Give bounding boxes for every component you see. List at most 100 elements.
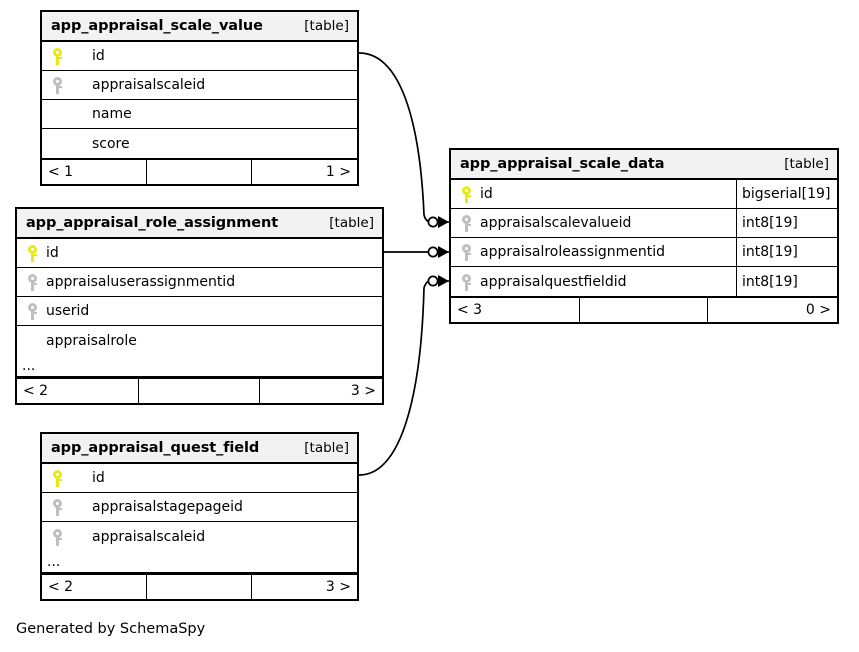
foreign-key-icon [50, 498, 65, 516]
table-footer: < 3 0 > [451, 296, 837, 322]
column-main: appraisaluserassignmentid [17, 268, 382, 296]
column-row[interactable]: appraisalstagepageid [42, 493, 357, 522]
footer-parents-count[interactable]: < 2 [42, 575, 147, 599]
relationship-edge-role-assignment [384, 246, 449, 258]
more-columns-indicator: ... [42, 551, 357, 573]
table-header: app_appraisal_role_assignment [table] [17, 209, 382, 239]
column-main: score [42, 129, 357, 158]
table-title: app_appraisal_scale_value [51, 18, 263, 34]
column-list: id appraisaluserassignmentid userid [17, 239, 382, 355]
column-name: appraisalstagepageid [92, 499, 243, 515]
column-name: appraisaluserassignmentid [46, 274, 236, 290]
column-name: id [480, 186, 493, 202]
table-type-tag: [table] [784, 156, 829, 172]
column-list: id appraisalscaleid name [42, 42, 357, 158]
column-row[interactable]: appraisalroleassignmentid int8[19] [451, 238, 837, 267]
column-main: id [451, 180, 736, 208]
column-type: int8[19] [736, 238, 837, 266]
column-type: int8[19] [736, 209, 837, 237]
column-row[interactable]: appraisaluserassignmentid [17, 268, 382, 297]
foreign-key-icon [459, 243, 474, 261]
footer-parents-count[interactable]: < 3 [451, 298, 580, 322]
primary-key-icon [50, 47, 65, 65]
column-main: userid [17, 297, 382, 325]
more-columns-indicator: ... [17, 355, 382, 377]
column-row[interactable]: id [17, 239, 382, 268]
column-list: id appraisalstagepageid appraisalscaleid [42, 464, 357, 551]
column-name: appraisalquestfieldid [480, 273, 627, 290]
footer-parents-count[interactable]: < 2 [17, 379, 139, 403]
column-row[interactable]: name [42, 100, 357, 129]
footer-children-count[interactable]: 1 > [325, 164, 351, 180]
primary-key-icon [459, 185, 474, 203]
table-app-appraisal-scale-data[interactable]: app_appraisal_scale_data [table] id bigs… [449, 148, 839, 324]
column-row[interactable]: id bigserial[19] [451, 180, 837, 209]
column-main: appraisalquestfieldid [451, 267, 736, 296]
table-title: app_appraisal_role_assignment [26, 215, 279, 231]
footer-children-count[interactable]: 0 > [805, 302, 832, 318]
table-footer: < 2 3 > [17, 377, 382, 403]
table-header: app_appraisal_scale_value [table] [42, 12, 357, 42]
column-row[interactable]: appraisalscaleid [42, 522, 357, 551]
column-name: userid [46, 303, 90, 319]
column-row[interactable]: id [42, 464, 357, 493]
no-key-spacer [50, 105, 65, 123]
generator-credit: Generated by SchemaSpy [16, 621, 206, 637]
table-title: app_appraisal_quest_field [51, 440, 260, 456]
primary-key-icon [25, 244, 40, 262]
footer-parents-count[interactable]: < 1 [42, 160, 147, 184]
column-row[interactable]: score [42, 129, 357, 158]
table-header: app_appraisal_quest_field [table] [42, 434, 357, 464]
foreign-key-icon [459, 214, 474, 232]
column-name: appraisalscalevalueid [480, 215, 632, 231]
table-title: app_appraisal_scale_data [460, 156, 665, 172]
foreign-key-icon [50, 528, 65, 546]
column-name: appraisalroleassignmentid [480, 244, 666, 260]
column-row[interactable]: appraisalquestfieldid int8[19] [451, 267, 837, 296]
relationship-edge-scale-value [358, 52, 449, 228]
column-main: id [17, 239, 382, 267]
column-main: appraisalstagepageid [42, 493, 357, 521]
column-name: score [92, 135, 130, 152]
foreign-key-icon [25, 273, 40, 291]
column-row[interactable]: appraisalrole [17, 326, 382, 355]
table-footer: < 1 1 > [42, 158, 357, 184]
column-name: appraisalscaleid [92, 528, 206, 545]
foreign-key-icon [25, 302, 40, 320]
column-row[interactable]: id [42, 42, 357, 71]
column-row[interactable]: appraisalscalevalueid int8[19] [451, 209, 837, 238]
column-type: int8[19] [736, 267, 837, 296]
column-main: appraisalscaleid [42, 522, 357, 551]
table-app-appraisal-role-assignment[interactable]: app_appraisal_role_assignment [table] id… [15, 207, 384, 405]
column-name: appraisalscaleid [92, 77, 206, 93]
footer-middle [580, 298, 709, 322]
column-name: id [92, 470, 105, 486]
footer-children-count[interactable]: 3 > [350, 383, 377, 399]
column-main: appraisalrole [17, 326, 382, 355]
column-main: name [42, 100, 357, 128]
column-name: id [46, 245, 59, 261]
column-main: id [42, 464, 357, 492]
table-app-appraisal-quest-field[interactable]: app_appraisal_quest_field [table] id app… [40, 432, 359, 601]
column-name: id [92, 48, 105, 64]
table-app-appraisal-scale-value[interactable]: app_appraisal_scale_value [table] id app… [40, 10, 359, 186]
footer-middle [147, 160, 252, 184]
table-type-tag: [table] [304, 18, 349, 34]
table-footer: < 2 3 > [42, 573, 357, 599]
column-name: appraisalrole [46, 332, 137, 349]
table-type-tag: [table] [304, 440, 349, 456]
column-main: appraisalroleassignmentid [451, 238, 736, 266]
table-header: app_appraisal_scale_data [table] [451, 150, 837, 180]
column-row[interactable]: userid [17, 297, 382, 326]
footer-children-count[interactable]: 3 > [325, 579, 351, 595]
column-list: id bigserial[19] appraisalscalevalueid i… [451, 180, 837, 296]
foreign-key-icon [459, 273, 474, 291]
column-row[interactable]: appraisalscaleid [42, 71, 357, 100]
primary-key-icon [50, 469, 65, 487]
foreign-key-icon [50, 76, 65, 94]
no-key-spacer [25, 332, 40, 350]
no-key-spacer [50, 135, 65, 153]
footer-middle [147, 575, 252, 599]
column-main: id [42, 42, 357, 70]
